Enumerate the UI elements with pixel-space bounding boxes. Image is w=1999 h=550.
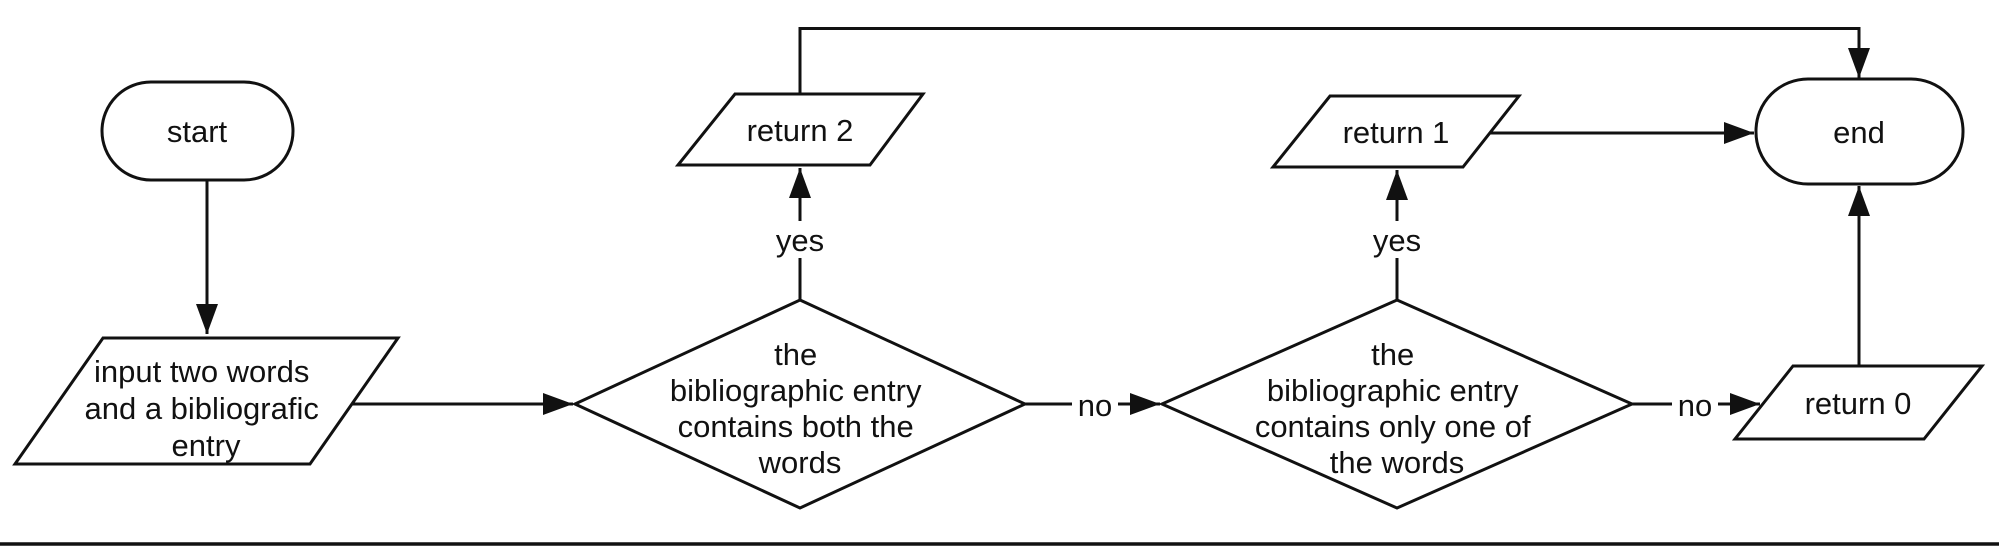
- edge-label-one-yes: yes: [1373, 223, 1421, 258]
- yes-label-bg-2: [1371, 221, 1423, 258]
- start-node: [100, 80, 295, 182]
- return-0-node: [1731, 364, 1986, 441]
- return-2-label: return 2: [747, 113, 854, 148]
- nodes: start input two words and a bibliografic…: [12, 77, 1986, 510]
- edge-labels: yes no yes no: [774, 221, 1718, 423]
- edge-return-2-to-end: [798, 27, 1870, 94]
- return-1-node: [1269, 94, 1523, 169]
- edge-label-both-yes: yes: [776, 223, 824, 258]
- no-label-bg-2: [1672, 387, 1718, 422]
- decision-one-label: the bibliographic entry contains only on…: [1255, 337, 1539, 480]
- decision-both-node: [571, 298, 1029, 510]
- decision-one-label-line-2: bibliographic entry: [1267, 373, 1519, 408]
- start-label: start: [167, 114, 228, 149]
- edge-label-both-no: no: [1078, 388, 1112, 423]
- decision-one-label-line-3: contains only one of: [1255, 409, 1531, 444]
- decision-both-label-line-2: bibliographic entry: [670, 373, 922, 408]
- input-label-line-1: input two words: [94, 354, 309, 389]
- decision-both-label-line-1: the: [774, 337, 817, 372]
- return-0-label: return 0: [1805, 386, 1912, 421]
- input-node: [12, 336, 401, 466]
- no-label-bg-1: [1072, 387, 1118, 422]
- decision-one-label-line-1: the: [1371, 337, 1414, 372]
- return-1-label: return 1: [1343, 115, 1450, 150]
- input-label-line-3: entry: [172, 428, 241, 463]
- end-label: end: [1833, 115, 1885, 150]
- decision-both-label: the bibliographic entry contains both th…: [670, 337, 930, 480]
- decision-one-label-line-4: the words: [1330, 445, 1464, 480]
- input-label: input two words and a bibliografic entry: [84, 354, 327, 463]
- end-node: [1754, 77, 1965, 186]
- decision-both-label-line-4: words: [758, 445, 842, 480]
- return-2-node: [674, 92, 926, 167]
- edges: [196, 27, 1870, 415]
- decision-one-node: [1158, 298, 1636, 510]
- decision-both-label-line-3: contains both the: [678, 409, 914, 444]
- edge-label-one-no: no: [1678, 388, 1712, 423]
- yes-label-bg-1: [774, 221, 826, 258]
- input-label-line-2: and a bibliografic: [84, 391, 318, 426]
